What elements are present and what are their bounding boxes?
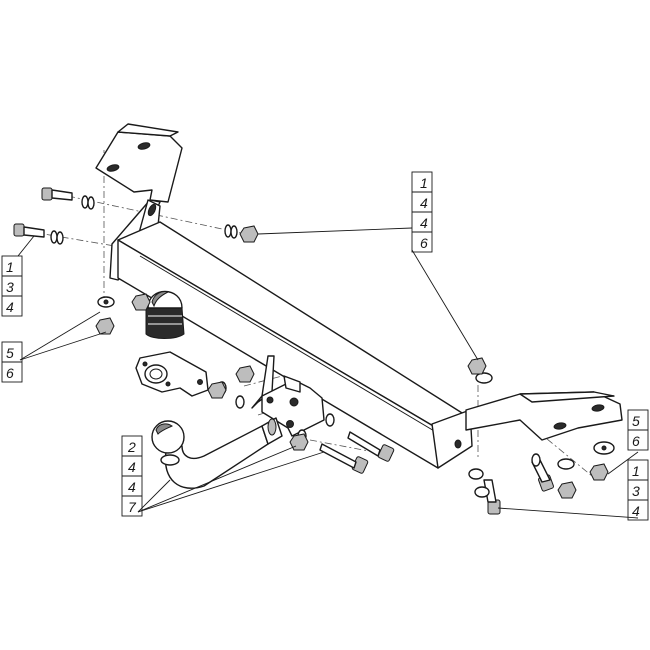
- tow-ball: [151, 417, 283, 489]
- leader-lines: [17, 227, 639, 519]
- callout-label: 7: [128, 499, 137, 515]
- callout-label: 6: [420, 235, 428, 251]
- callout-label: 4: [420, 215, 428, 231]
- callout-label: 4: [420, 195, 428, 211]
- right-bracket: [465, 391, 623, 441]
- callout-top-right: 1 4 4 6: [411, 171, 433, 253]
- bolts: [13, 187, 554, 515]
- bolt-right-lower: [483, 479, 501, 515]
- callout-label: 5: [632, 413, 640, 429]
- alignment-lines: [31, 150, 593, 477]
- ball-cap: [145, 291, 185, 339]
- callout-label: 5: [6, 345, 14, 361]
- callout-label: 6: [632, 433, 640, 449]
- washers: [50, 195, 615, 498]
- callout-left: 1 3 4: [1, 255, 23, 317]
- callout-label: 1: [420, 175, 428, 191]
- callout-left-nut: 5 6: [1, 341, 23, 383]
- callout-label: 3: [6, 279, 14, 295]
- callout-label: 4: [128, 459, 136, 475]
- socket-plate: [135, 351, 209, 397]
- callout-right-nut: 5 6: [627, 409, 649, 451]
- bolt-lower-left: [13, 223, 45, 238]
- callout-label: 4: [632, 503, 640, 519]
- callout-label: 1: [632, 463, 640, 479]
- bolt-socket: [347, 431, 395, 462]
- nuts: [95, 225, 609, 499]
- callout-bottom-left: 2 4 4 7: [121, 435, 143, 517]
- callout-label: 4: [128, 479, 136, 495]
- receiver-plate: [251, 355, 325, 437]
- bolt-receiver: [319, 443, 369, 474]
- callout-right-bolt: 1 3 4: [627, 459, 649, 521]
- bolt-upper-left: [41, 187, 73, 201]
- callout-label: 2: [127, 439, 136, 455]
- cross-beam: [117, 221, 473, 469]
- callout-label: 1: [6, 259, 14, 275]
- callout-label: 4: [6, 299, 14, 315]
- callout-label: 6: [6, 365, 14, 381]
- callout-label: 3: [632, 483, 640, 499]
